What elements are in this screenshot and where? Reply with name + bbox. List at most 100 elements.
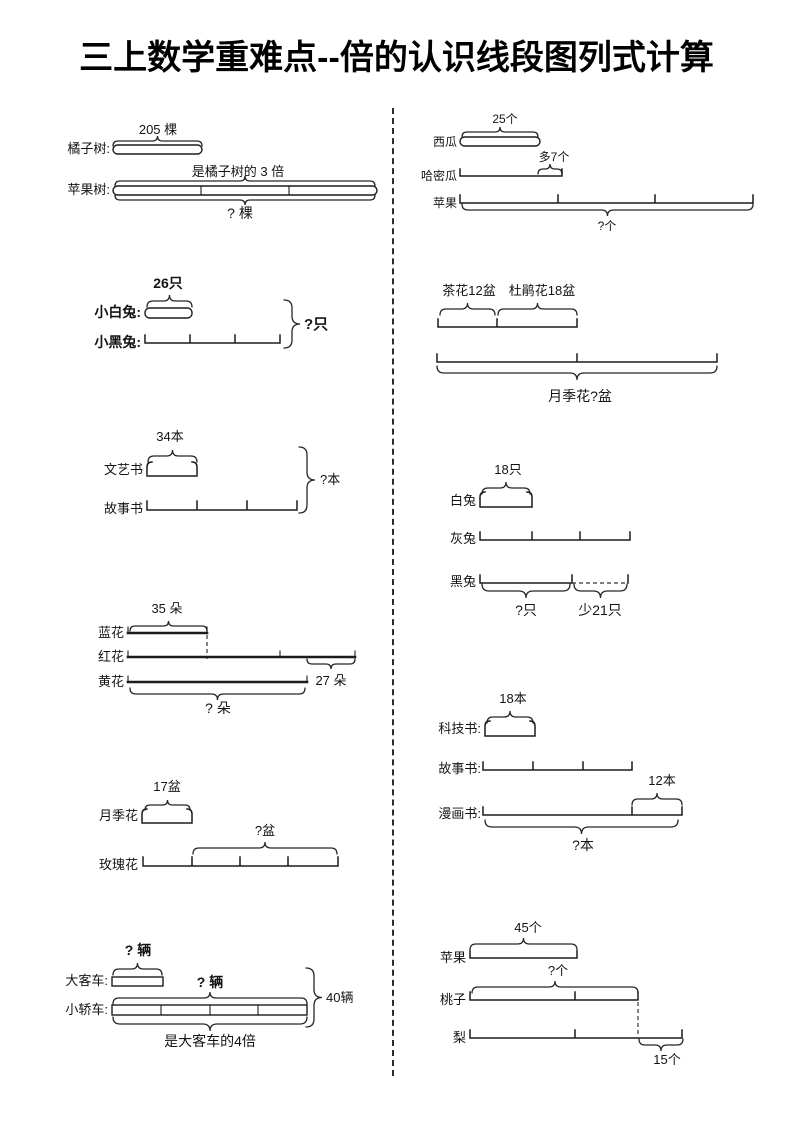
underbrace-difference	[638, 1038, 684, 1052]
part2-label: 杜鹃花18盆	[509, 283, 575, 298]
diagram-books-left: 34本 文艺书 故事书 ?本	[104, 429, 340, 516]
question-label-car: ? 辆	[197, 974, 223, 990]
overbrace-camellia	[439, 302, 496, 316]
question-label: ?本	[320, 472, 340, 487]
overbrace	[112, 991, 308, 1005]
known-count-label: 25个	[492, 112, 517, 126]
right-brace-total	[305, 967, 323, 1028]
bar-rose	[142, 856, 339, 867]
row-label-yellow-flowers: 黄花	[98, 674, 124, 689]
overbrace-extra	[192, 841, 338, 855]
row-label-rose: 玫瑰花	[99, 857, 138, 872]
diagram-potted-flowers: 茶花12盆 杜鹃花18盆 月季花?盆	[436, 283, 718, 404]
underbrace-difference	[306, 658, 356, 670]
row-label-blue-flowers: 蓝花	[98, 625, 124, 640]
row-label-black-rabbit: 黑兔	[450, 574, 476, 589]
bar-black-rabbit	[144, 334, 281, 344]
underbrace	[112, 1016, 308, 1032]
row-label-apples: 苹果	[433, 196, 457, 210]
bar-white-rabbit	[479, 491, 533, 508]
more-label: 多7个	[539, 150, 570, 164]
bar-hami-melon	[459, 168, 563, 177]
row-label-black-rabbit: 小黑兔:	[94, 334, 141, 350]
question-label: ?只	[515, 602, 537, 618]
page-title: 三上数学重难点--倍的认识线段图列式计算	[79, 39, 714, 77]
overbrace-extra	[631, 792, 683, 806]
diagram-flowers-left: 35 朵 蓝花 红花 27 朵 黄花 ? 朵	[98, 601, 357, 716]
overbrace	[147, 449, 198, 463]
bar-watermelon	[459, 136, 541, 147]
row-label-orange-trees: 橘子树:	[67, 141, 110, 156]
underbrace	[461, 203, 754, 217]
diagram-roses: 17盆 月季花 ?盆 玫瑰花	[99, 779, 339, 872]
bar-peaches	[469, 991, 639, 1001]
question-label: ?只	[304, 316, 328, 333]
bar-gray-rabbit	[479, 531, 631, 541]
diagram-books-right: 18本 科技书: 故事书: 12本 漫画书: ?本	[438, 691, 683, 853]
bar-big-bus	[111, 976, 164, 987]
row-label-apples: 苹果	[440, 950, 466, 965]
bar-science-books	[484, 720, 536, 737]
question-label: ?个	[548, 963, 568, 978]
question-label: 月季花?盆	[548, 388, 612, 404]
row-label-gray-rabbit: 灰兔	[450, 531, 476, 546]
diagram-vehicles: ? 辆 大客车: ? 辆 小轿车: 40辆 是大客车的4倍	[65, 942, 353, 1049]
overbrace	[129, 620, 208, 632]
bar-pears	[469, 1029, 683, 1039]
bar-story-books	[146, 500, 298, 511]
row-label-peaches: 桃子	[440, 992, 466, 1007]
overbrace	[486, 710, 534, 724]
overbrace-question	[471, 980, 639, 994]
overbrace	[146, 294, 193, 308]
question-label: ?盆	[255, 823, 275, 838]
underbrace-question	[481, 583, 571, 599]
overbrace	[114, 175, 376, 187]
question-label: ?本	[572, 837, 594, 853]
question-label: ? 朵	[205, 700, 231, 716]
bar-end-ticks	[127, 650, 356, 658]
overbrace	[481, 481, 531, 495]
row-label-comic-books: 漫画书:	[438, 806, 481, 821]
known-count-label: 205 棵	[139, 122, 177, 137]
row-label-apple-trees: 苹果树:	[67, 182, 110, 197]
row-label-red-flowers: 红花	[98, 649, 124, 664]
question-label-bus: ? 辆	[125, 942, 151, 958]
right-brace	[298, 446, 316, 514]
row-label-white-rabbit: 小白兔:	[94, 304, 141, 320]
row-label-chinese-rose: 月季花	[99, 808, 138, 823]
known-count-label: 18只	[494, 462, 521, 477]
relation-label: 是大客车的4倍	[164, 1033, 256, 1049]
row-label-pears: 梨	[453, 1030, 466, 1045]
extra-label: 12本	[648, 773, 675, 788]
overbrace	[144, 799, 191, 811]
overbrace-azalea	[497, 302, 578, 316]
row-label-watermelon: 西瓜	[433, 135, 457, 149]
bar-apples	[469, 950, 578, 959]
row-label-car: 小轿车:	[65, 1002, 108, 1017]
overbrace-more	[537, 163, 563, 175]
underbrace-less	[573, 583, 628, 599]
bar-black-rabbit-solid	[479, 574, 573, 584]
row-label-story-books: 故事书	[104, 501, 143, 516]
bar-end-ticks	[127, 675, 308, 683]
row-label-science-books: 科技书:	[438, 721, 481, 736]
row-label-big-bus: 大客车:	[65, 973, 108, 988]
known-count-label: 45个	[514, 920, 541, 935]
right-brace	[283, 299, 301, 349]
known-count-label: 18本	[499, 691, 526, 706]
row-label-story-books: 故事书:	[438, 761, 481, 776]
bar-comic-books	[482, 806, 683, 816]
underbrace	[484, 819, 679, 835]
known-count-label: 35 朵	[151, 601, 182, 616]
diagram-small-rabbits: 26只 小白兔: 小黑兔: ?只	[94, 275, 328, 350]
total-label: 40辆	[326, 990, 353, 1005]
question-label: ? 棵	[227, 205, 253, 221]
known-count-label: 17盆	[153, 779, 180, 794]
underbrace	[436, 365, 718, 381]
bar-orange-trees	[112, 144, 203, 155]
relation-label: 是橘子树的 3 倍	[192, 164, 284, 179]
overbrace	[112, 135, 203, 147]
bar-white-rabbit	[144, 307, 193, 319]
row-label-hami-melon: 哈密瓜	[421, 168, 457, 183]
